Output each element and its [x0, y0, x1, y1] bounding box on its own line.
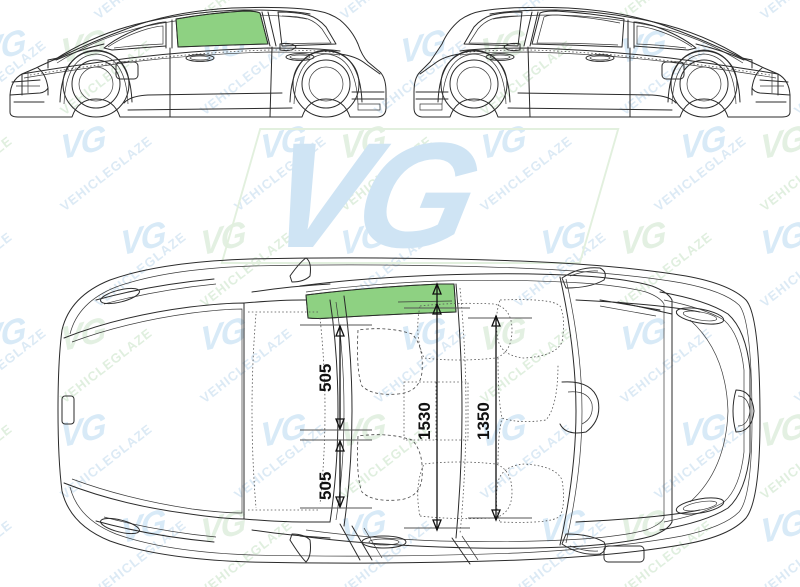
view-side-left — [10, 7, 386, 117]
dimension-1530: 1530 — [415, 304, 441, 530]
dimension-annotations: 505 505 1530 1350 — [300, 284, 532, 530]
view-plan-top — [58, 258, 760, 564]
dimension-1530-label: 1530 — [415, 402, 434, 440]
dimension-1350: 1350 — [474, 316, 500, 520]
view-side-right — [414, 7, 790, 117]
dimension-505-lower-label: 505 — [316, 472, 335, 500]
dimension-505-lower: 505 — [316, 441, 344, 507]
dimension-505-upper: 505 — [316, 326, 344, 429]
dimension-1350-label: 1350 — [474, 402, 493, 440]
dimension-505-upper-label: 505 — [316, 364, 335, 392]
